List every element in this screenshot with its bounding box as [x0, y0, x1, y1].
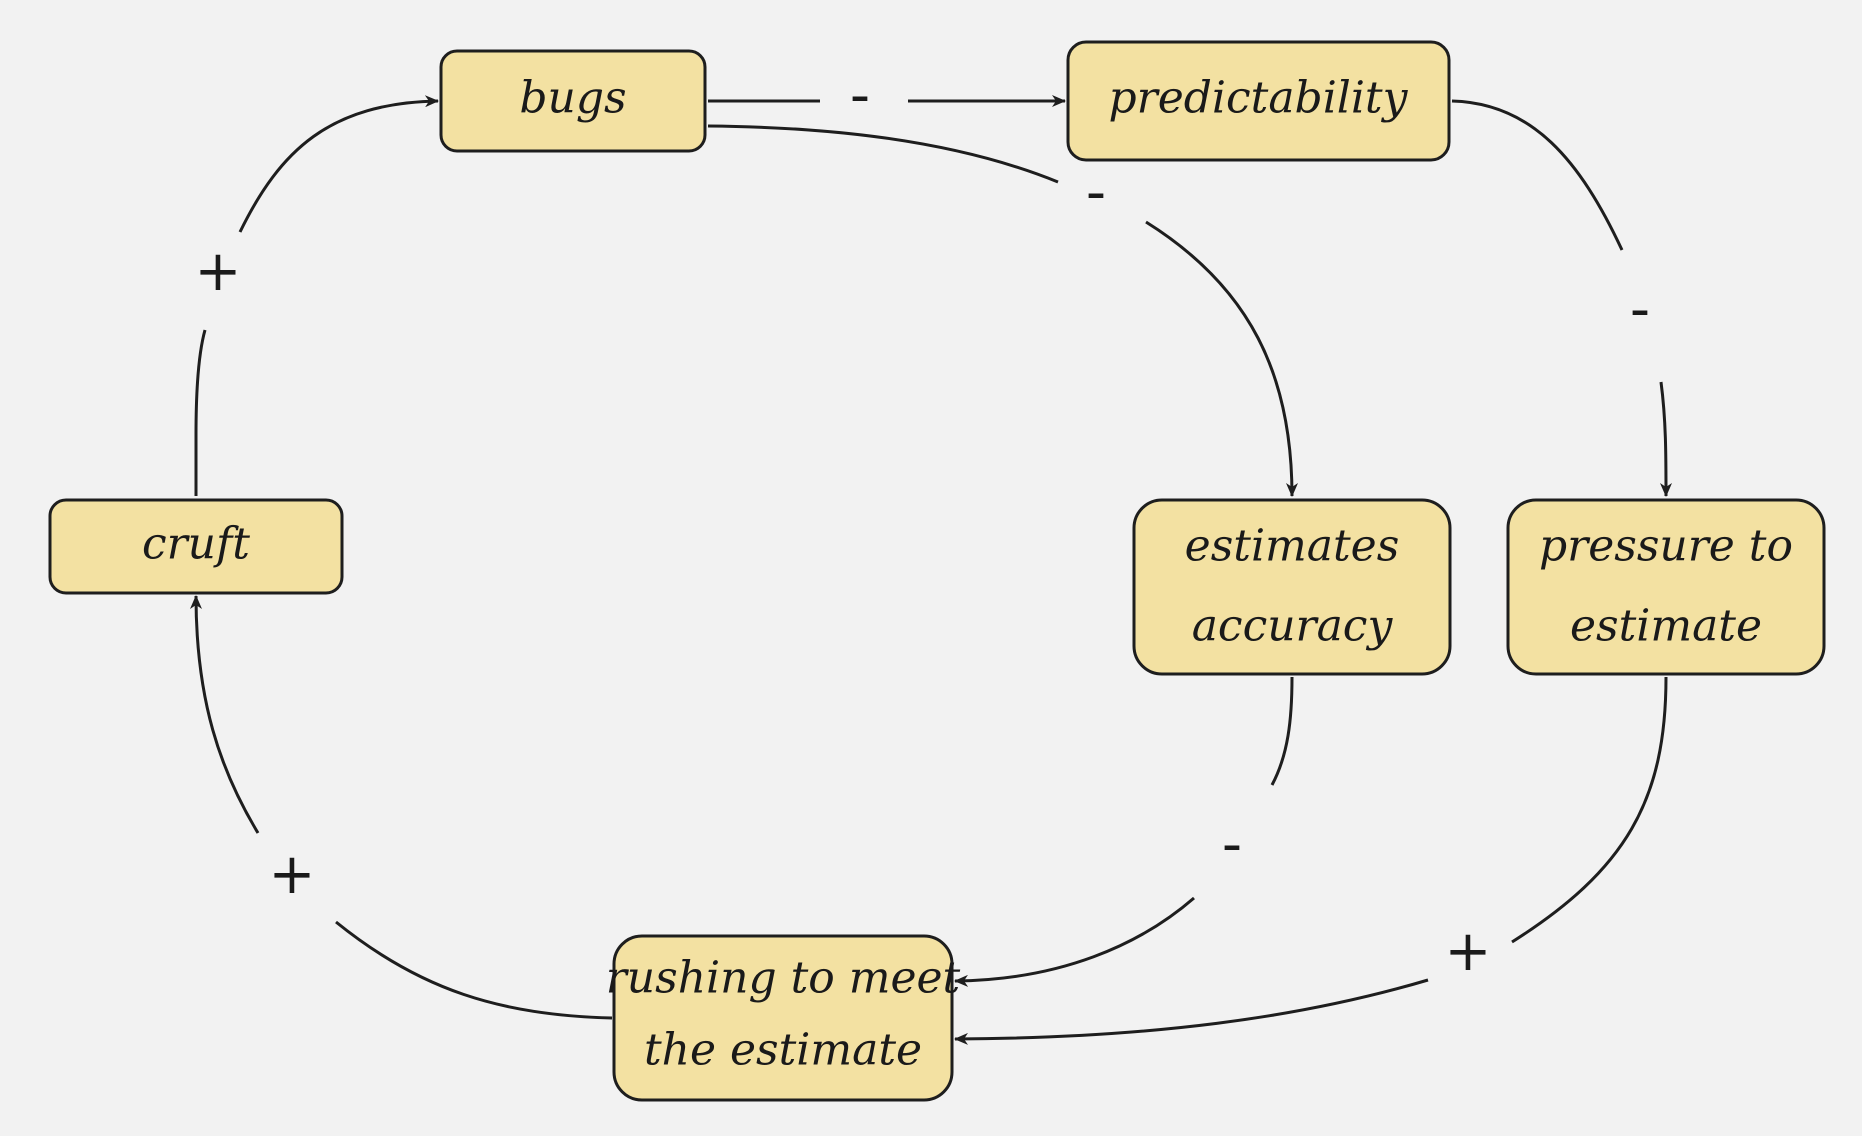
- node-label-line-1: pressure to: [1539, 521, 1793, 572]
- edge-bugs-to-estimates-accuracy: -: [707, 124, 1298, 497]
- node-box: [1132, 498, 1452, 676]
- node-box: [1506, 498, 1826, 676]
- node-label-line-1: rushing to meet: [606, 953, 961, 1004]
- node-pressure-to-estimate: pressure to estimate: [1506, 498, 1826, 676]
- edge-bugs-to-predictability: -: [708, 63, 1066, 128]
- polarity-label: -: [850, 63, 870, 128]
- node-box: [48, 498, 344, 595]
- edge-cruft-to-bugs: +: [194, 95, 439, 496]
- edge-line: [1451, 99, 1624, 251]
- edge-line: [1145, 220, 1298, 497]
- edge-line: [238, 95, 439, 233]
- node-box: [612, 934, 954, 1102]
- node-label: bugs: [519, 73, 626, 124]
- polarity-label: +: [195, 239, 242, 304]
- edge-line: [1511, 676, 1668, 944]
- node-predictability: predictability: [1066, 40, 1451, 162]
- node-bugs: bugs: [439, 49, 707, 153]
- edge-line: [954, 896, 1195, 987]
- node-label: cruft: [142, 519, 250, 570]
- edge-pressure-to-rushing: +: [954, 676, 1668, 1045]
- edge-line: [194, 329, 207, 496]
- edge-line: [1659, 381, 1672, 497]
- node-label: predictability: [1109, 73, 1409, 124]
- edge-line: [335, 920, 613, 1020]
- polarity-label: -: [1630, 277, 1650, 342]
- edge-rushing-to-cruft: +: [190, 595, 613, 1020]
- edge-line: [190, 595, 260, 834]
- edge-accuracy-to-rushing: -: [954, 676, 1294, 987]
- polarity-label: +: [269, 842, 316, 907]
- edge-line: [954, 978, 1429, 1045]
- node-box: [439, 49, 707, 153]
- node-box: [1066, 40, 1451, 162]
- edge-predictability-to-pressure: -: [1451, 99, 1672, 497]
- edge-line: [707, 124, 1059, 184]
- node-rushing-to-meet-the-estimate: rushing to meet the estimate: [606, 934, 961, 1102]
- node-label-line-2: accuracy: [1192, 601, 1394, 652]
- node-cruft: cruft: [48, 498, 344, 595]
- edge-line: [1270, 676, 1294, 786]
- polarity-label: -: [1222, 812, 1242, 877]
- node-estimates-accuracy: estimates accuracy: [1132, 498, 1452, 676]
- polarity-label: -: [1086, 160, 1106, 225]
- node-label-line-2: estimate: [1570, 601, 1762, 652]
- node-label-line-1: estimates: [1185, 521, 1400, 572]
- polarity-label: +: [1445, 919, 1492, 984]
- node-label-line-2: the estimate: [644, 1025, 922, 1076]
